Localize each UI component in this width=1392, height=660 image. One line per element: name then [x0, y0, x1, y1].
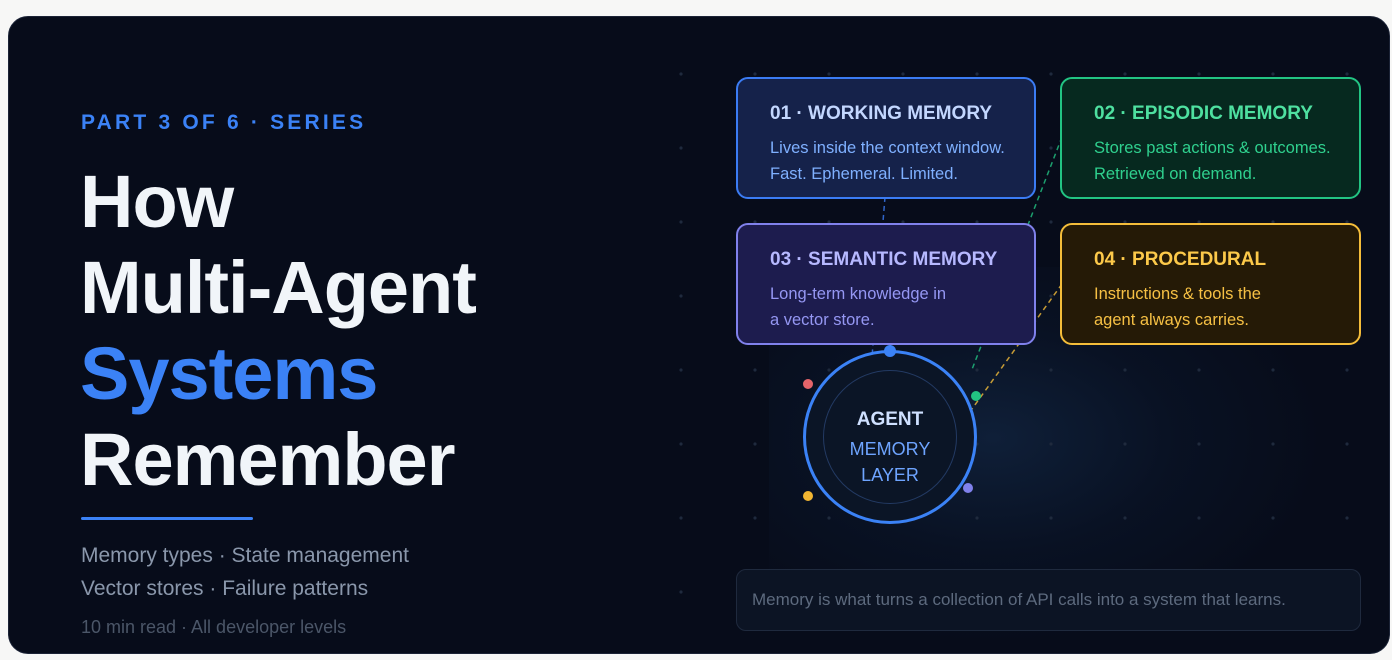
grid-dot — [679, 72, 683, 76]
grid-dot — [1271, 72, 1275, 76]
procedural-memory-line-1: Instructions & tools the — [1094, 285, 1261, 303]
title-line-4: Remember — [80, 418, 456, 501]
grid-dot — [1271, 220, 1275, 224]
series-eyebrow: PART 3 OF 6 · SERIES — [81, 111, 367, 134]
grid-dot — [901, 72, 905, 76]
title-line-1: How — [80, 160, 234, 243]
working-memory-heading: 01 · WORKING MEMORY — [770, 103, 993, 124]
grid-dot — [679, 146, 683, 150]
grid-dot — [1345, 442, 1349, 446]
grid-dot — [753, 442, 757, 446]
grid-dot — [1197, 368, 1201, 372]
grid-dot — [679, 442, 683, 446]
agent-label: AGENT — [856, 409, 924, 430]
grid-dot — [1049, 516, 1053, 520]
topics-line-2: Vector stores · Failure patterns — [81, 577, 369, 600]
grid-dot — [753, 516, 757, 520]
grid-dot — [1271, 368, 1275, 372]
grid-dot — [827, 516, 831, 520]
grid-dot — [1197, 442, 1201, 446]
procedural-memory-heading: 04 · PROCEDURAL — [1094, 249, 1267, 270]
grid-dot — [1271, 442, 1275, 446]
procedural-memory-card: 04 · PROCEDURAL Instructions & tools the… — [1060, 223, 1361, 345]
grid-dot — [753, 220, 757, 224]
hero-card: PART 3 OF 6 · SERIES How Multi-Agent Sys… — [8, 16, 1390, 654]
grid-dot — [1345, 220, 1349, 224]
grid-dot — [1049, 368, 1053, 372]
grid-dot — [901, 220, 905, 224]
grid-dot — [1049, 146, 1053, 150]
title-line-2: Multi-Agent — [80, 246, 477, 329]
grid-dot — [679, 220, 683, 224]
grid-dot — [975, 72, 979, 76]
grid-dot — [1345, 516, 1349, 520]
grid-dot — [1197, 220, 1201, 224]
grid-dot — [1123, 442, 1127, 446]
grid-dot — [1123, 72, 1127, 76]
grid-dot — [1345, 72, 1349, 76]
page-title: How Multi-Agent Systems Remember — [80, 159, 477, 503]
grid-dot — [1345, 368, 1349, 372]
working-memory-line-1: Lives inside the context window. — [770, 139, 1005, 157]
procedural-memory-description: Instructions & tools the agent always ca… — [1094, 281, 1359, 333]
topics-line-1: Memory types · State management — [81, 544, 409, 567]
grid-dot — [1049, 294, 1053, 298]
episodic-memory-line-1: Stores past actions & outcomes. — [1094, 139, 1331, 157]
grid-dot — [827, 72, 831, 76]
grid-dot — [827, 220, 831, 224]
grid-dot — [679, 368, 683, 372]
grid-dot — [1049, 442, 1053, 446]
working-memory-card: 01 · WORKING MEMORY Lives inside the con… — [736, 77, 1036, 199]
grid-dot — [1123, 368, 1127, 372]
grid-dot — [753, 368, 757, 372]
agent-memory-label: MEMORY — [849, 439, 931, 459]
grid-dot — [1197, 72, 1201, 76]
agent-memory-layer-circle: AGENT MEMORY LAYER — [803, 350, 977, 524]
semantic-memory-description: Long-term knowledge in a vector store. — [770, 281, 1034, 333]
episodic-memory-line-2: Retrieved on demand. — [1094, 165, 1257, 183]
grid-dot — [679, 516, 683, 520]
agent-layer-label: LAYER — [861, 465, 919, 485]
title-underline — [81, 517, 253, 520]
working-memory-line-2: Fast. Ephemeral. Limited. — [770, 165, 958, 183]
grid-dot — [1123, 516, 1127, 520]
read-time: 10 min read · All developer levels — [81, 617, 347, 637]
episodic-memory-heading: 02 · EPISODIC MEMORY — [1094, 103, 1313, 124]
episodic-memory-description: Stores past actions & outcomes. Retrieve… — [1094, 135, 1359, 187]
quote-banner: Memory is what turns a collection of API… — [736, 569, 1361, 631]
agent-inner-ring — [823, 370, 957, 504]
grid-dot — [1197, 516, 1201, 520]
episodic-memory-card: 02 · EPISODIC MEMORY Stores past actions… — [1060, 77, 1361, 199]
grid-dot — [679, 590, 683, 594]
procedural-memory-line-2: agent always carries. — [1094, 311, 1249, 329]
grid-dot — [975, 516, 979, 520]
grid-dot — [1049, 72, 1053, 76]
semantic-memory-line-2: a vector store. — [770, 311, 875, 329]
grid-dot — [975, 368, 979, 372]
grid-dot — [1271, 516, 1275, 520]
semantic-memory-heading: 03 · SEMANTIC MEMORY — [770, 249, 998, 270]
grid-dot — [1049, 220, 1053, 224]
title-line-3-accent: Systems — [80, 332, 378, 415]
grid-dot — [679, 294, 683, 298]
working-memory-description: Lives inside the context window. Fast. E… — [770, 135, 1034, 187]
grid-dot — [827, 368, 831, 372]
grid-dot — [1123, 220, 1127, 224]
grid-dot — [753, 72, 757, 76]
semantic-memory-line-1: Long-term knowledge in — [770, 285, 947, 303]
semantic-memory-card: 03 · SEMANTIC MEMORY Long-term knowledge… — [736, 223, 1036, 345]
